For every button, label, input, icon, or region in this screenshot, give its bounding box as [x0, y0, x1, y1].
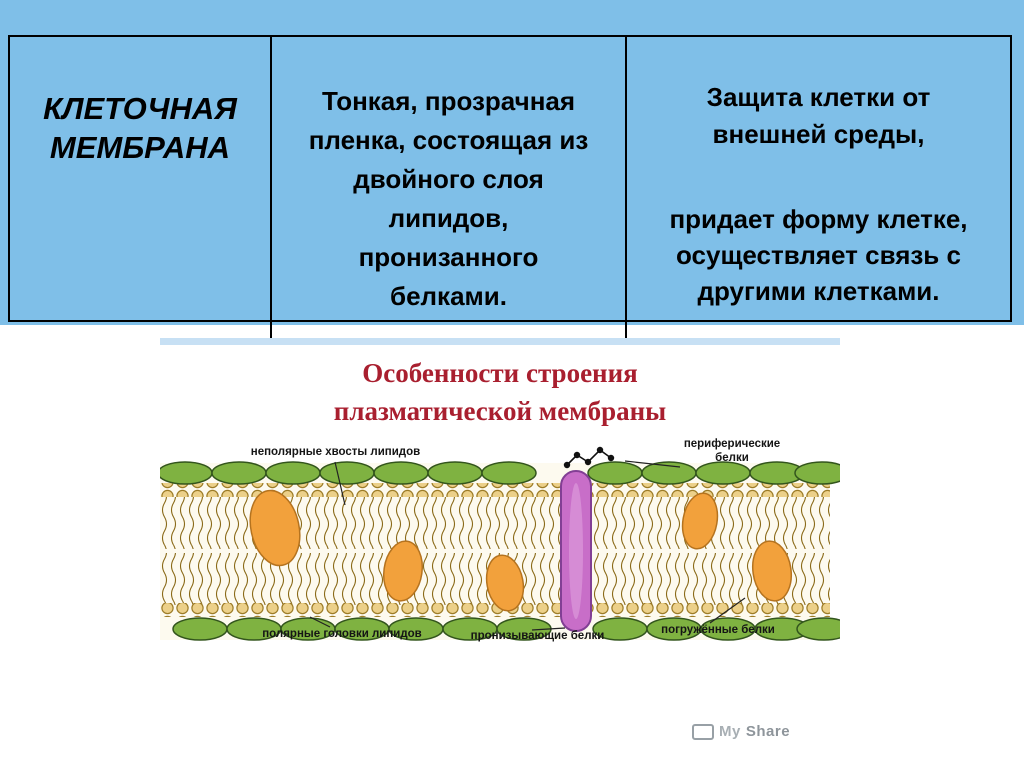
- membrane-diagram: [160, 446, 840, 641]
- label-polar-lipid-heads: полярные головки липидов: [262, 628, 422, 640]
- membrane-table: КЛЕТОЧНАЯ МЕМБРАНА Тонкая, прозрачная пл…: [8, 35, 1012, 367]
- watermark-text: Share: [745, 723, 791, 740]
- label-embedded-proteins: погружённые белки: [661, 624, 775, 636]
- figure-top-strip: [160, 338, 840, 345]
- green-ellipses-top-row: [160, 461, 840, 485]
- watermark-prefix: My: [719, 723, 741, 740]
- watermark: My Share: [692, 723, 790, 740]
- label-leader-lines: [309, 460, 746, 631]
- orange-embedded-proteins: [249, 489, 793, 612]
- purple-channel-protein: [560, 470, 592, 632]
- table-cell-term: КЛЕТОЧНАЯ МЕМБРАНА: [10, 37, 272, 367]
- membrane-figure: Особенности строения плазматической мемб…: [160, 338, 840, 678]
- function-text-1: Защита клетки от внешней среды,: [706, 82, 931, 149]
- table-cell-structure: Тонкая, прозрачная пленка, состоящая из …: [272, 37, 627, 367]
- table-cell-function: Защита клетки от внешней среды, придает …: [627, 37, 1010, 366]
- label-transmembrane-proteins: пронизывающие белки: [470, 630, 605, 642]
- green-ellipses-bottom-row: [172, 617, 840, 641]
- figure-title: Особенности строения плазматической мемб…: [333, 358, 667, 426]
- structure-text: Тонкая, прозрачная пленка, состоящая из …: [308, 86, 589, 311]
- peripheral-protein-beads: [563, 446, 615, 469]
- label-nonpolar-lipid-tails: неполярные хвосты липидов: [250, 446, 421, 458]
- term-text: КЛЕТОЧНАЯ МЕМБРАНА: [43, 90, 237, 165]
- label-peripheral-proteins: периферические белки: [683, 438, 781, 464]
- function-text-2: придает форму клетке, осуществляет связь…: [669, 203, 968, 307]
- myshared-logo-icon: [692, 723, 714, 740]
- lipid-heads-top-row: [160, 483, 830, 497]
- lipid-heads-bottom-row: [160, 603, 830, 617]
